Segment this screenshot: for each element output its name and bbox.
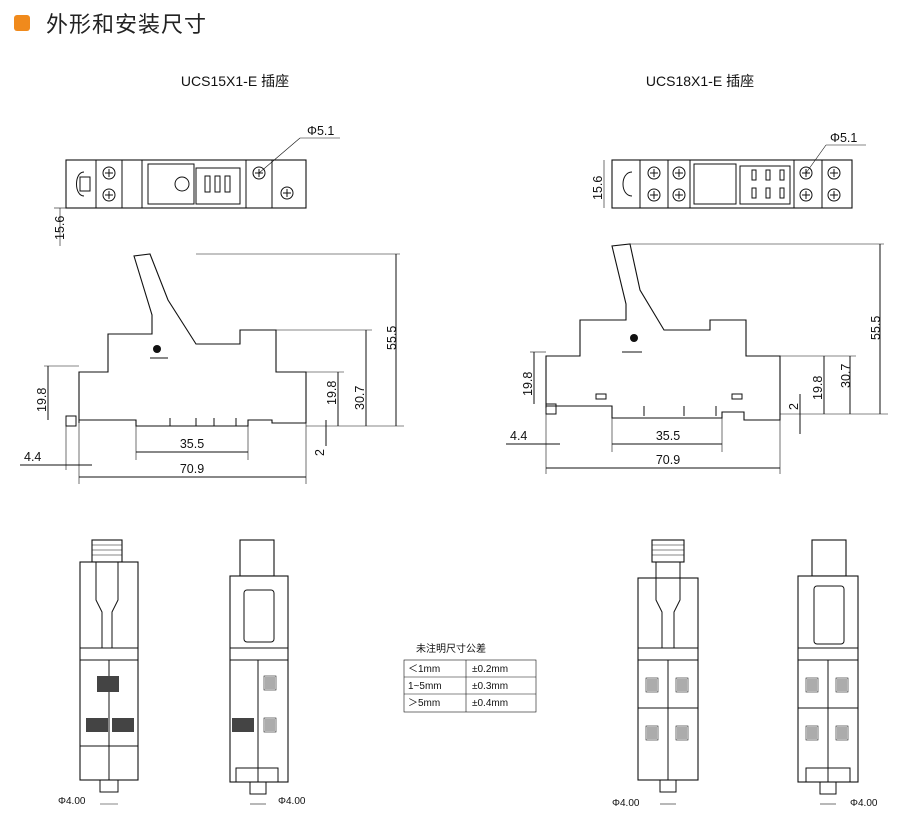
right-top-view: Φ5.1 15.6 <box>591 131 866 209</box>
left-front-view: Φ4.00 <box>58 539 139 807</box>
left-phi-label: Φ5.1 <box>307 124 334 138</box>
left-w35-label: 35.5 <box>180 437 204 451</box>
right-h19r-label: 19.8 <box>811 376 825 400</box>
right-w70-label: 70.9 <box>656 453 680 467</box>
left-side-view: 55.5 30.7 19.8 19.8 2 35.5 70.9 <box>20 253 404 484</box>
tolerance-table: 未注明尺寸公差 ＜1mm ±0.2mm 1~5mm ±0.3mm ＞5mm ±0… <box>403 642 537 713</box>
right-w35-label: 35.5 <box>656 429 680 443</box>
tolerance-title: 未注明尺寸公差 <box>416 642 486 655</box>
left-h19r-label: 19.8 <box>325 381 339 405</box>
left-drawing: UCS15X1-E 插座 Φ5.1 15.6 <box>20 73 404 807</box>
tolerance-row-tol: ±0.3mm <box>472 681 508 692</box>
tolerance-row-range: ＜1mm <box>408 664 440 675</box>
right-drawing: UCS18X1-E 插座 Φ5.1 15.6 <box>506 73 888 809</box>
section-header: 外形和安装尺寸 <box>14 8 207 38</box>
right-two-label: 2 <box>787 403 801 410</box>
left-top-view: Φ5.1 15.6 <box>53 124 340 246</box>
tolerance-row-tol: ±0.2mm <box>472 664 508 675</box>
left-w70-label: 70.9 <box>180 462 204 476</box>
left-h19l-label: 19.8 <box>35 388 49 412</box>
right-h30-label: 30.7 <box>839 364 853 388</box>
tolerance-row-range: 1~5mm <box>408 681 442 692</box>
right-pin1-label: Φ4.00 <box>612 798 640 809</box>
right-phi-label: Φ5.1 <box>830 131 857 145</box>
right-front-view: Φ4.00 <box>612 539 699 809</box>
right-top-h-label: 15.6 <box>591 176 605 200</box>
left-title: UCS15X1-E 插座 <box>181 73 289 89</box>
right-off-label: 4.4 <box>510 429 527 443</box>
orange-square-icon <box>14 15 30 31</box>
right-rear-view: Φ4.00 <box>797 539 878 809</box>
left-top-h-label: 15.6 <box>53 216 67 240</box>
tolerance-row-range: ＞5mm <box>408 698 440 709</box>
left-pin2-label: Φ4.00 <box>278 796 306 807</box>
right-title: UCS18X1-E 插座 <box>646 73 754 89</box>
left-two-label: 2 <box>313 449 327 456</box>
left-rear-view: Φ4.00 <box>229 539 306 807</box>
left-off-label: 4.4 <box>24 450 41 464</box>
right-height-label: 55.5 <box>869 316 883 340</box>
left-h30-label: 30.7 <box>353 386 367 410</box>
left-pin1-label: Φ4.00 <box>58 796 86 807</box>
section-title: 外形和安装尺寸 <box>46 12 208 37</box>
right-pin2-label: Φ4.00 <box>850 798 878 809</box>
right-h19l-label: 19.8 <box>521 372 535 396</box>
left-height-label: 55.5 <box>385 326 399 350</box>
tolerance-row-tol: ±0.4mm <box>472 698 508 709</box>
right-side-view: 55.5 30.7 19.8 2 19.8 35.5 70.9 4.4 <box>506 243 888 474</box>
